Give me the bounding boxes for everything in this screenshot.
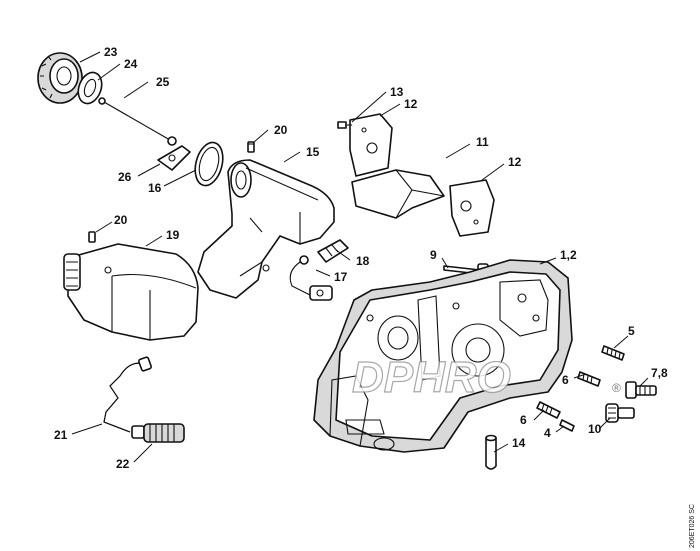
callout-labels: 23 24 25 26 16 20 15 20 19 13 12 11 12 9… [54,45,668,471]
fitting-78-part[interactable] [625,381,657,399]
reference-code: 206ET026 SC [689,504,696,548]
crankcase-part[interactable] [313,259,573,453]
callout-9: 9 [430,248,437,262]
o-ring-part[interactable] [191,139,228,188]
watermark-text: DPHRO [352,353,511,402]
screw-lower-part[interactable] [88,231,96,243]
callout-16: 16 [148,181,162,195]
callout-13: 13 [390,85,404,99]
callout-20-lower: 20 [114,213,128,227]
callout-12-lower: 12 [508,155,522,169]
callout-26: 26 [118,170,132,184]
fuel-line-17-part[interactable] [289,255,333,301]
callout-5: 5 [628,324,635,338]
screw-upper-part[interactable] [247,141,255,153]
callout-18: 18 [356,254,370,268]
stud-6-lower-part[interactable] [536,401,561,419]
stud-5-part[interactable] [601,345,625,361]
filler-clip-part[interactable] [157,145,191,171]
callout-10: 10 [588,422,602,436]
tank-housing-part[interactable] [197,159,335,299]
callout-7-8: 7,8 [651,366,668,380]
callout-6-lower: 6 [520,413,527,427]
fuel-filter-part[interactable] [131,423,185,443]
tank-cap-part[interactable] [37,52,83,104]
heat-shield-middle-part[interactable] [351,169,445,219]
callout-22: 22 [116,457,130,471]
callout-23: 23 [104,45,118,59]
watermark-registered-mark: ® [612,381,621,395]
callout-14: 14 [512,436,526,450]
handle-housing-part[interactable] [63,243,199,341]
leader-lines [71,51,649,463]
screw-18-part[interactable] [317,239,349,263]
heat-shield-upper-part[interactable] [349,113,393,177]
callout-25: 25 [156,75,170,89]
callout-20-upper: 20 [274,123,288,137]
retaining-rod-part[interactable] [98,97,177,146]
screw-13-part[interactable] [337,121,352,129]
callout-19: 19 [166,228,180,242]
screw-4-part[interactable] [559,419,575,432]
sleeve-14-part[interactable] [485,434,497,470]
watermark: DPHRO ® [351,352,621,402]
callout-24: 24 [124,57,138,71]
callout-11: 11 [476,135,489,149]
stud-6-right-part[interactable] [577,371,601,387]
heat-shield-lower-part[interactable] [449,179,495,237]
cap-gasket-part[interactable] [74,69,106,107]
callout-12-upper: 12 [404,97,418,111]
callout-21: 21 [54,428,68,442]
fuel-hose-part[interactable] [103,356,152,433]
valve-10-part[interactable] [605,403,635,423]
callout-17: 17 [334,270,348,284]
callout-15: 15 [306,145,320,159]
callout-1-2: 1,2 [560,248,577,262]
callout-4: 4 [544,426,551,440]
callout-6-right: 6 [562,373,569,387]
